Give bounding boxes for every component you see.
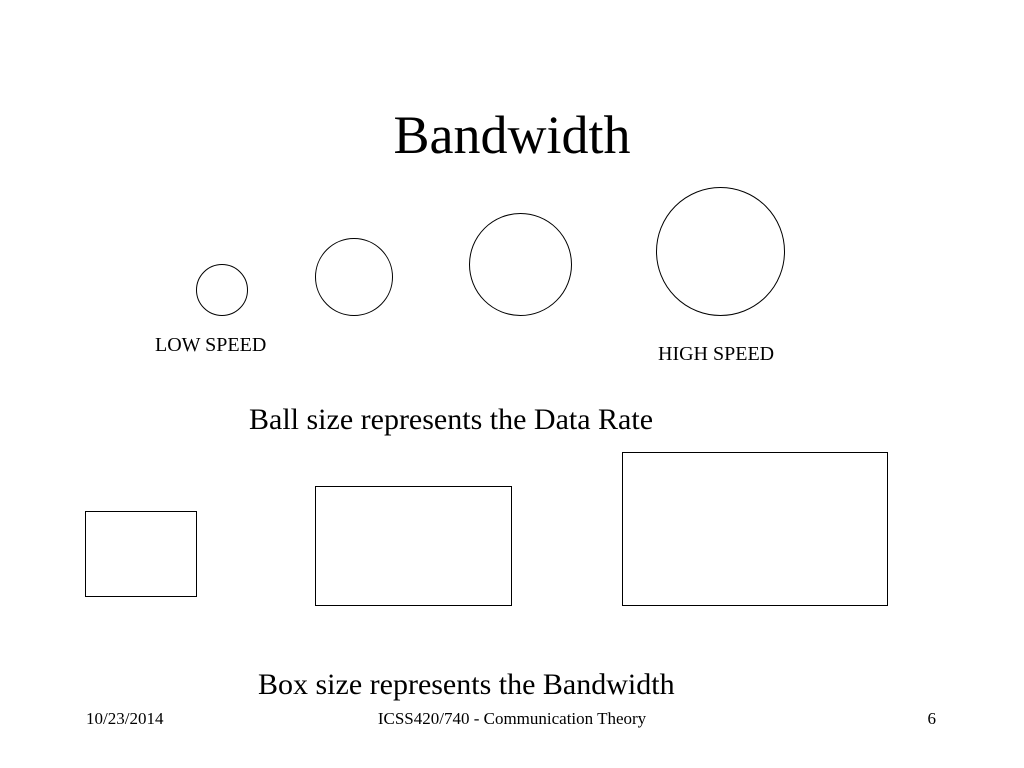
data-rate-ball-large [469, 213, 572, 316]
bandwidth-box-medium [315, 486, 512, 606]
slide-title: Bandwidth [393, 105, 631, 165]
low-speed-label: LOW SPEED [155, 334, 267, 356]
data-rate-ball-smallest [196, 264, 248, 316]
footer-course-title: ICSS420/740 - Communication Theory [377, 709, 647, 728]
data-rate-ball-largest [656, 187, 785, 316]
ball-size-caption: Ball size represents the Data Rate [249, 403, 654, 436]
bandwidth-box-large [622, 452, 888, 606]
high-speed-label: HIGH SPEED [658, 343, 775, 365]
footer-date: 10/23/2014 [86, 709, 164, 728]
footer-page-number: 6 [927, 709, 937, 728]
data-rate-ball-small [315, 238, 393, 316]
box-size-caption: Box size represents the Bandwidth [258, 668, 675, 701]
bandwidth-box-small [85, 511, 197, 597]
